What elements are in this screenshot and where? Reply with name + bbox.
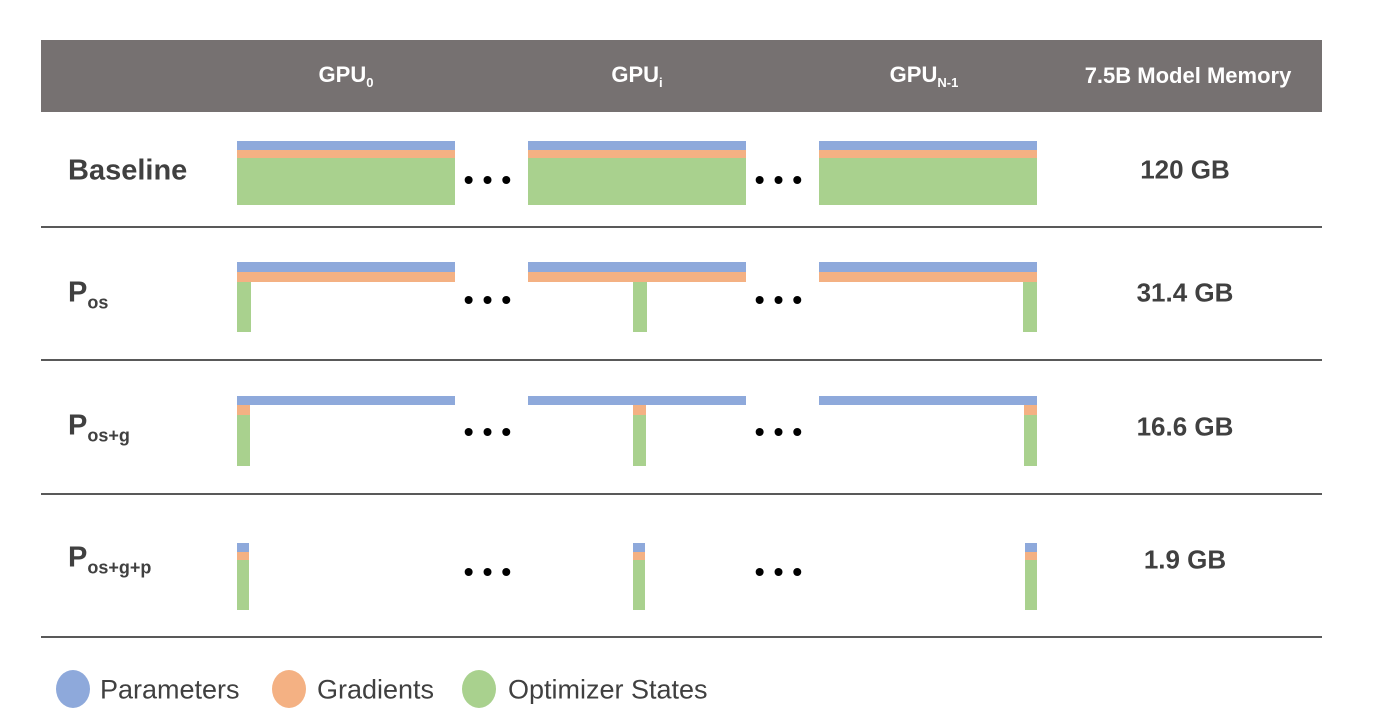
partitioned-column xyxy=(237,405,250,466)
gpu0-label: GPU xyxy=(318,61,367,87)
legend-label-gradients: Gradients xyxy=(317,674,435,705)
memory-value-pos: 31.4 GB xyxy=(1136,277,1234,308)
parameters-shard xyxy=(237,543,249,552)
ellipsis-dots: ••• xyxy=(463,556,521,587)
parameters-strip xyxy=(528,396,746,405)
gradients-shard xyxy=(1025,552,1037,560)
ellipsis-dots: ••• xyxy=(754,416,812,447)
gradients-strip xyxy=(819,272,1037,282)
bar-pos-gpun1 xyxy=(819,262,1037,332)
partitioned-column xyxy=(633,405,646,466)
parameters-strip xyxy=(819,262,1037,272)
ellipsis-dots: ••• xyxy=(754,164,812,195)
gradients-strip xyxy=(237,150,455,158)
row-divider xyxy=(41,493,1322,495)
header-bar: GPU0 GPUi GPUN-1 7.5B Model Memory xyxy=(41,40,1322,112)
col-header-gpu0: GPU0 xyxy=(319,62,374,90)
gradients-shard xyxy=(633,552,645,560)
row-label-pos-text: P xyxy=(68,276,88,309)
legend-label-parameters: Parameters xyxy=(100,674,240,705)
optimizer-states-block xyxy=(819,158,1037,205)
optimizer-states-shard xyxy=(1025,560,1037,610)
row-label-baseline-text: Baseline xyxy=(68,154,188,187)
gpun1-label: GPU xyxy=(889,61,938,87)
bar-pos-gpu0 xyxy=(237,262,455,332)
row-label-posgp-sub: os+g+p xyxy=(87,557,152,578)
memory-value-posg: 16.6 GB xyxy=(1136,411,1234,442)
partitioned-column xyxy=(633,543,645,610)
bar-posg-gpui xyxy=(528,396,746,466)
parameters-strip xyxy=(237,262,455,272)
legend-swatch-optimizer-states-icon xyxy=(462,670,496,708)
parameters-strip xyxy=(528,262,746,272)
gradients-strip xyxy=(528,272,746,282)
optimizer-states-shard xyxy=(237,560,249,610)
ellipsis-dots: ••• xyxy=(754,284,812,315)
row-divider xyxy=(41,636,1322,638)
row-label-posgp: Pos+g+p xyxy=(68,542,151,579)
row-label-posg-sub: os+g xyxy=(87,425,130,446)
optimizer-states-shard xyxy=(237,415,250,466)
bar-posgp-gpu0 xyxy=(237,543,455,610)
bar-posgp-gpun1 xyxy=(819,543,1037,610)
gradients-strip xyxy=(528,150,746,158)
parameters-strip xyxy=(819,141,1037,150)
optimizer-states-shard xyxy=(633,560,645,610)
gradients-shard xyxy=(1024,405,1037,415)
bar-posgp-gpui xyxy=(528,543,746,610)
bar-baseline-gpun1 xyxy=(819,141,1037,205)
optimizer-states-shard xyxy=(1024,415,1037,466)
partitioned-column xyxy=(1024,405,1037,466)
row-divider xyxy=(41,359,1322,361)
col-header-gpun1: GPUN-1 xyxy=(890,62,959,90)
gpui-subscript: i xyxy=(659,75,663,91)
ellipsis-dots: ••• xyxy=(463,284,521,315)
ellipsis-dots: ••• xyxy=(754,556,812,587)
optimizer-states-shard xyxy=(633,415,646,466)
gradients-shard xyxy=(633,405,646,415)
parameters-strip xyxy=(237,141,455,150)
bar-baseline-gpu0 xyxy=(237,141,455,205)
ellipsis-dots: ••• xyxy=(463,416,521,447)
row-divider xyxy=(41,226,1322,228)
memory-value-posgp: 1.9 GB xyxy=(1143,544,1227,575)
parameters-shard xyxy=(1025,543,1037,552)
optimizer-states-block xyxy=(237,158,455,205)
parameters-shard xyxy=(633,543,645,552)
bar-posg-gpun1 xyxy=(819,396,1037,466)
bar-baseline-gpui xyxy=(528,141,746,205)
row-label-pos: Pos xyxy=(68,277,108,314)
optimizer-states-shard xyxy=(1023,282,1037,332)
row-label-posg: Pos+g xyxy=(68,410,130,447)
parameters-strip xyxy=(528,141,746,150)
gpu0-subscript: 0 xyxy=(366,75,374,91)
optimizer-states-shard xyxy=(633,282,647,332)
partitioned-column xyxy=(237,543,249,610)
parameters-strip xyxy=(237,396,455,405)
row-label-pos-sub: os xyxy=(87,292,109,313)
row-label-posgp-text: P xyxy=(68,541,88,574)
col-header-model-memory: 7.5B Model Memory xyxy=(1084,63,1292,88)
optimizer-states-shard xyxy=(237,282,251,332)
memory-value-baseline: 120 GB xyxy=(1140,154,1230,185)
legend-swatch-gradients-icon xyxy=(272,670,306,708)
gradients-shard xyxy=(237,552,249,560)
gradients-strip xyxy=(819,150,1037,158)
bar-posg-gpu0 xyxy=(237,396,455,466)
parameters-strip xyxy=(819,396,1037,405)
gradients-strip xyxy=(237,272,455,282)
col-header-gpui: GPUi xyxy=(611,62,662,90)
row-label-baseline: Baseline xyxy=(68,155,187,192)
gpun1-subscript: N-1 xyxy=(937,75,959,91)
optimizer-states-block xyxy=(528,158,746,205)
bar-pos-gpui xyxy=(528,262,746,332)
ellipsis-dots: ••• xyxy=(463,164,521,195)
gpui-label: GPU xyxy=(611,61,660,87)
partitioned-column xyxy=(1025,543,1037,610)
legend-label-optimizer-states: Optimizer States xyxy=(508,674,708,705)
legend-swatch-parameters-icon xyxy=(56,670,90,708)
row-label-posg-text: P xyxy=(68,409,88,442)
gradients-shard xyxy=(237,405,250,415)
